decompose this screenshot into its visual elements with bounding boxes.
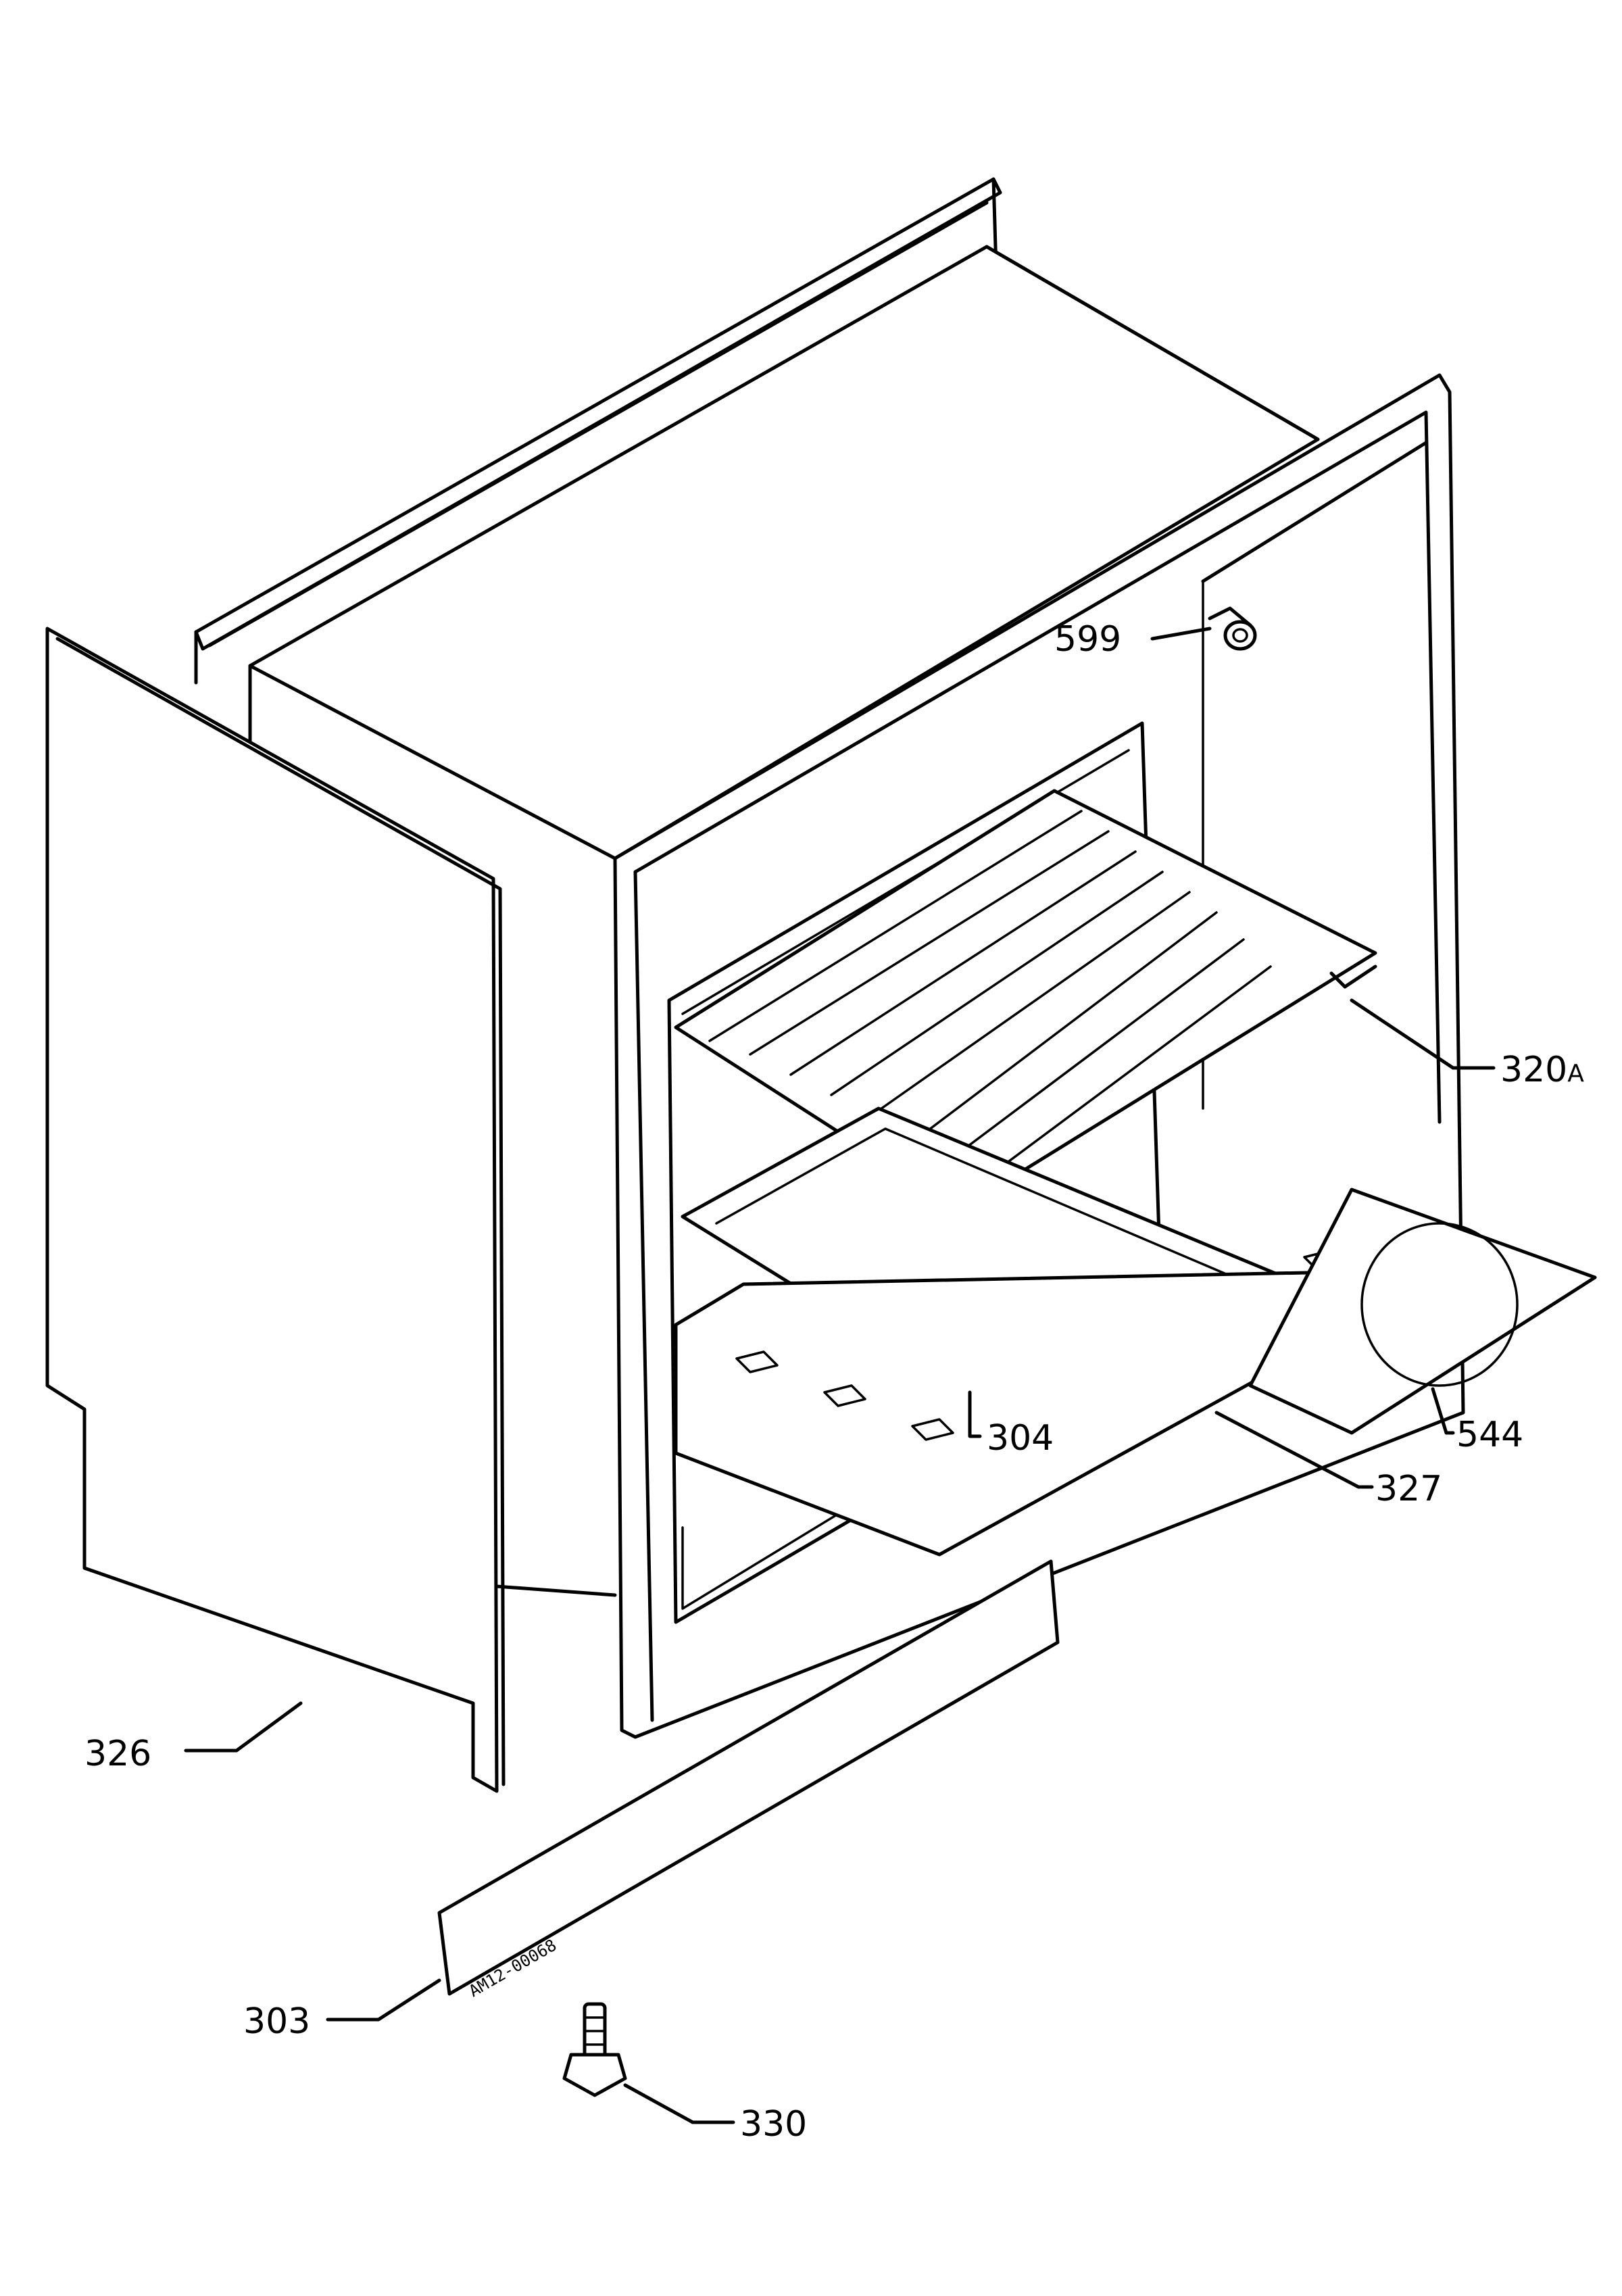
label-330: 330 (740, 2104, 807, 2145)
label-320a: 320A (1500, 1050, 1584, 1090)
label-544: 544 (1456, 1415, 1523, 1455)
label-303: 303 (243, 2001, 310, 2042)
bolt-599-icon (1208, 606, 1257, 651)
side-panel-326 (45, 627, 506, 1793)
label-304: 304 (987, 1418, 1054, 1459)
screw-330-icon (562, 2002, 627, 2097)
label-327: 327 (1375, 1469, 1442, 1509)
leader-lines (184, 627, 1496, 2124)
plinth-303: AM12-00068 (437, 1559, 1060, 2001)
heater-plate-544 (1248, 1188, 1597, 1435)
label-599: 599 (1054, 619, 1121, 660)
rear-frame (194, 177, 1002, 685)
part-labels: 599 320A 304 544 327 326 303 330 (84, 619, 1584, 2145)
label-326: 326 (84, 1734, 151, 1774)
